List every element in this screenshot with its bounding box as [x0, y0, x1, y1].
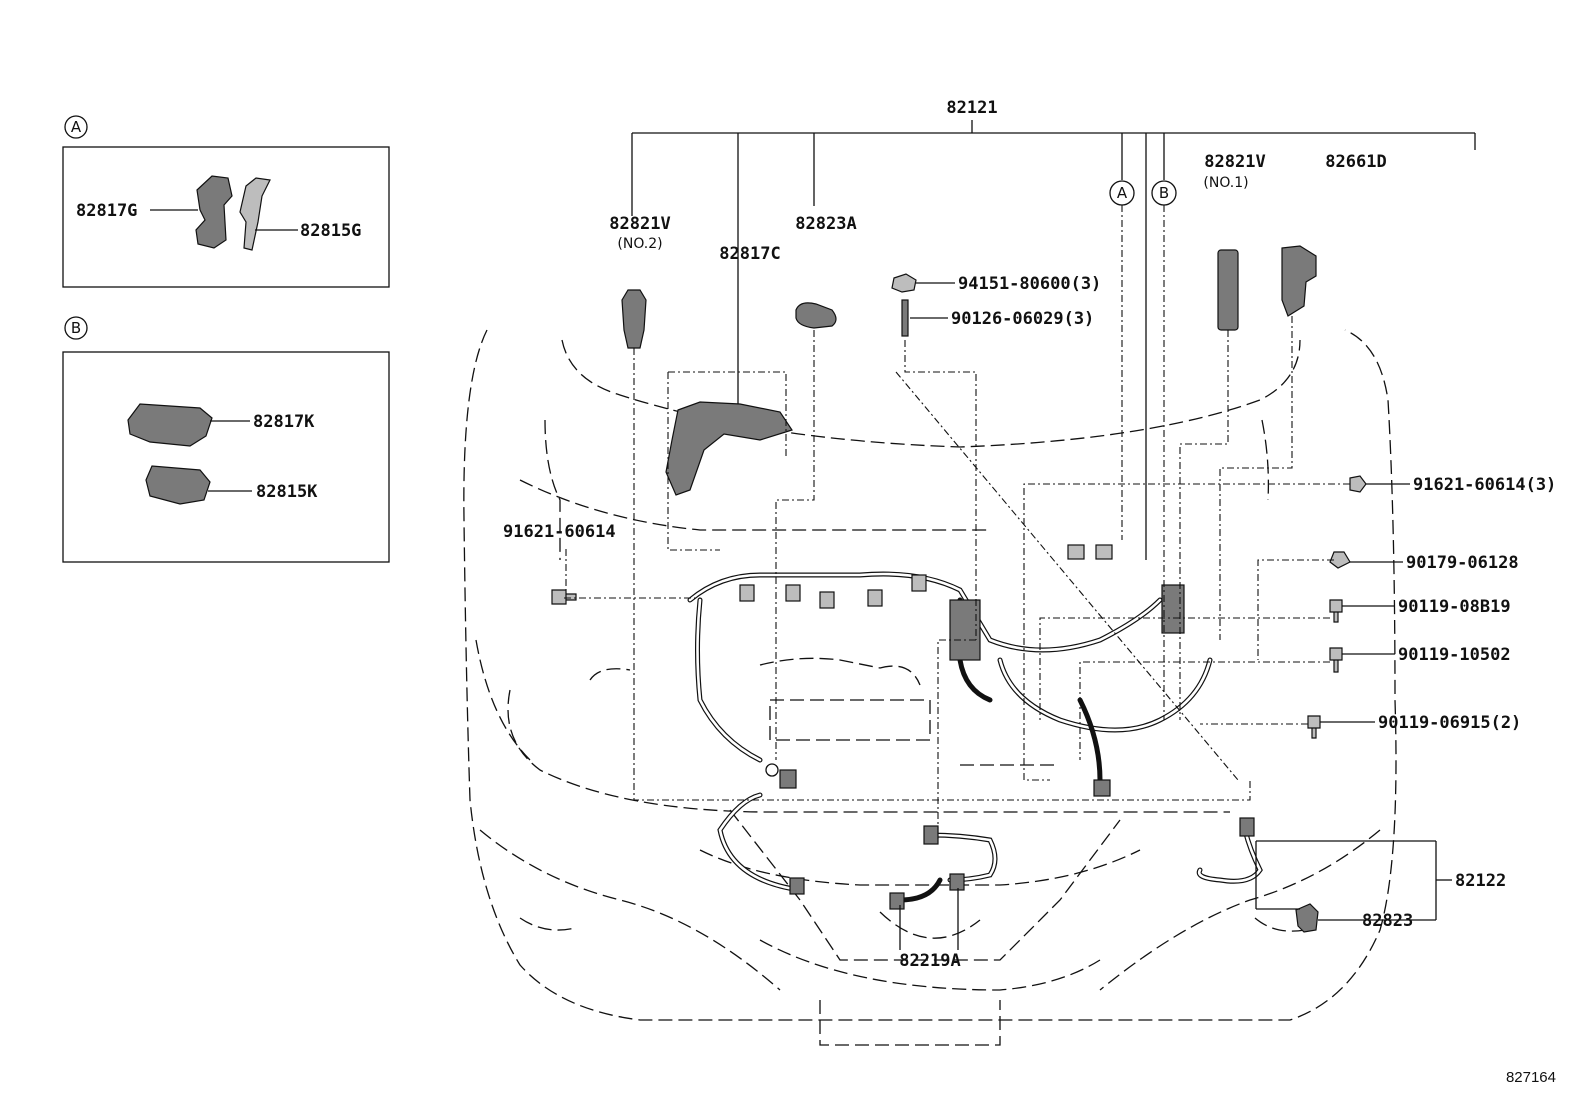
sub-harness-82122 — [1196, 817, 1319, 933]
label-90119-08b19[interactable]: 90119-08B19 — [1398, 597, 1511, 617]
label-82817c[interactable]: 82817C — [719, 244, 780, 264]
label-94151[interactable]: 94151-80600(3) — [958, 274, 1101, 294]
clip-82823a — [795, 302, 837, 329]
label-82219a[interactable]: 82219A — [899, 951, 960, 971]
diagram-reference-number: 827164 — [1506, 1069, 1556, 1086]
cover-82815k — [145, 465, 211, 505]
cover-82817c — [665, 401, 793, 496]
bolt-90119-10502 — [1329, 647, 1343, 673]
label-82815g[interactable]: 82815G — [300, 221, 361, 241]
label-90126[interactable]: 90126-06029(3) — [951, 309, 1094, 329]
cover-82817k — [127, 403, 213, 447]
bolt-90119-08b19 — [1329, 599, 1343, 623]
note-no2: (NO.2) — [617, 236, 662, 252]
grommet-82821v-no2 — [621, 289, 647, 349]
label-82121[interactable]: 82121 — [946, 98, 997, 118]
leader-lines — [564, 120, 1476, 950]
label-82122[interactable]: 82122 — [1455, 871, 1506, 891]
marker-b: B — [1159, 184, 1169, 202]
label-82821v-no2[interactable]: 82821V — [609, 214, 670, 234]
labels: 82121 82821V (NO.2) 82817C 82823A 94151-… — [503, 98, 1556, 1086]
label-90119-10502[interactable]: 90119-10502 — [1398, 645, 1511, 665]
label-90119-06915[interactable]: 90119-06915(2) — [1378, 713, 1521, 733]
inset-b: B 82817K 82815K — [62, 316, 390, 563]
note-no1: (NO.1) — [1203, 175, 1248, 191]
holder-82661d — [1281, 245, 1317, 317]
sub-harness-82219a — [717, 792, 998, 910]
label-82661d[interactable]: 82661D — [1325, 152, 1386, 172]
label-82817k[interactable]: 82817K — [253, 412, 315, 432]
label-82823a[interactable]: 82823A — [795, 214, 856, 234]
label-91621-left[interactable]: 91621-60614 — [503, 522, 616, 542]
label-82821v-no1[interactable]: 82821V — [1204, 152, 1265, 172]
stud-90126 — [901, 299, 909, 337]
inset-b-marker: B — [71, 319, 81, 337]
vehicle-outline — [463, 329, 1397, 1046]
fasteners — [551, 245, 1367, 739]
nut-94151 — [891, 273, 917, 293]
engine-harness-82121 — [665, 401, 1213, 797]
bolt-91621-left — [551, 589, 577, 605]
label-82815k[interactable]: 82815K — [256, 482, 318, 502]
label-82817g[interactable]: 82817G — [76, 201, 137, 221]
bolt-91621-right — [1349, 475, 1367, 493]
inset-a: A 82817G 82815G — [62, 115, 390, 288]
marker-a: A — [1117, 184, 1128, 202]
inset-a-marker: A — [71, 118, 82, 136]
cover-82817g — [195, 175, 233, 249]
bracket-82815g — [239, 177, 271, 251]
bolt-90119-06915 — [1307, 715, 1321, 739]
label-91621-right[interactable]: 91621-60614(3) — [1413, 475, 1556, 495]
cover-82821v-no1 — [1217, 249, 1239, 331]
label-90179[interactable]: 90179-06128 — [1406, 553, 1519, 573]
label-82823[interactable]: 82823 — [1362, 911, 1413, 931]
bracket-82823 — [1295, 903, 1319, 933]
